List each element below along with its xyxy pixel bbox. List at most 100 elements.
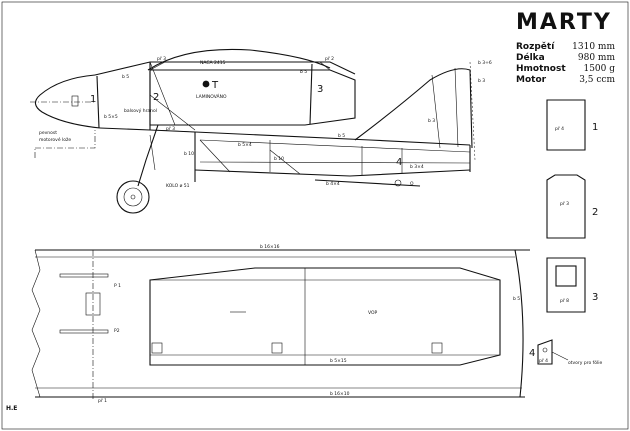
fin-b3-inner-label: b 3 [428, 118, 435, 124]
boom-bottom [194, 169, 471, 177]
fin-ribs [431, 67, 459, 149]
canopy [147, 48, 331, 71]
b5x15-label: b 5×15 [330, 358, 347, 364]
b5-tip-label: b 5 [513, 296, 520, 302]
former-1 [96, 75, 100, 129]
gear-brace [149, 134, 156, 171]
part-1-label: př 4 [555, 125, 564, 132]
spec-value: 1500 g [583, 64, 615, 74]
part-4-number: 4 [529, 348, 535, 359]
rudder-hinge [469, 61, 476, 161]
spec-value: 980 mm [577, 53, 615, 63]
b3x4-label: b 3×4 [410, 164, 424, 170]
plan-title: MARTY [516, 10, 612, 35]
otvory-label: otvory pro fólie [568, 359, 603, 366]
boom-inner [199, 139, 471, 164]
spec-row: Hmotnost 1500 g [516, 64, 615, 75]
landing-gear-strut [137, 124, 159, 187]
wing-bay [149, 69, 356, 126]
former-4-label: 4 [396, 157, 402, 168]
wheel-outer [116, 180, 150, 214]
part-3-cutout [555, 265, 577, 287]
spec-row: Rozpětí 1310 mm [516, 42, 615, 53]
o-label: O [410, 181, 414, 187]
b10-a-label: b 10 [184, 151, 194, 157]
fuselage-top [94, 61, 356, 76]
boom-top [194, 131, 471, 146]
root-block [85, 292, 101, 316]
part-4 [537, 339, 553, 365]
spec-value: 1310 mm [572, 42, 615, 52]
vop-label: VOP [368, 310, 378, 316]
b10-b-label: b 10 [274, 156, 284, 162]
spec-label: Motor [516, 75, 547, 85]
spec-row: Motor 3,5 ccm [516, 75, 615, 86]
p2-label: P2 [114, 328, 120, 334]
cg-marker-icon [202, 80, 210, 88]
part-1-number: 1 [592, 122, 598, 133]
internal-stringers [149, 61, 196, 133]
part-2 [546, 174, 586, 239]
cabane-struts [149, 61, 331, 71]
b16x16-top-label: b 16×16 [260, 244, 280, 250]
laminovano-label: LAMINOVÁNO [196, 93, 227, 100]
part-3 [546, 257, 586, 313]
spec-value: 3,5 ccm [579, 75, 615, 85]
engine-mount-line [35, 130, 96, 149]
pl3-top-label: př 3 [157, 55, 166, 62]
pl3-mid-label: př 3 [166, 125, 175, 132]
boom-keel [314, 179, 421, 187]
spec-table: Rozpětí 1310 mm Délka 980 mm Hmotnost 15… [516, 42, 615, 86]
wheel-inner [123, 187, 143, 207]
part-3-label: př 8 [560, 297, 569, 304]
b4x4-label: b 4×4 [326, 181, 340, 187]
hinge-3 [431, 342, 443, 354]
nose-cowling [34, 74, 101, 129]
naca-label: NACA 2415 [200, 60, 226, 66]
balsa-label: balsový hranol [124, 107, 157, 114]
b5x4-label: b 5×4 [238, 142, 252, 148]
stabilizer-top-view: b 16×16 b 16×10 b 5×15 b 5 P 1 P2 VOP př… [31, 244, 530, 404]
former-2-label: 2 [153, 92, 159, 103]
former-1-label: 1 [90, 94, 96, 105]
break-line [31, 249, 41, 398]
b5-aft-label: b 5 [338, 133, 345, 139]
part-3-number: 3 [592, 292, 598, 303]
b5x5-label: b 5×5 [104, 114, 118, 120]
b5-cabane-label: b 5 [300, 69, 307, 75]
vop-outline [149, 267, 501, 366]
engine-block [71, 95, 79, 107]
hinge-2 [271, 342, 283, 354]
hinge-1 [151, 342, 163, 354]
mount-label-2: motorové lože [39, 136, 71, 143]
author-initials: H.E [6, 405, 18, 412]
b16x10-bot-label: b 16×10 [330, 391, 350, 397]
former-3 [309, 63, 313, 125]
t-label: T [211, 80, 219, 91]
wing-tip [514, 249, 524, 398]
part-1 [546, 99, 586, 151]
otvory-leader [551, 351, 569, 361]
b5-a-label: b 5 [122, 74, 129, 80]
former-3-label: 3 [317, 84, 323, 95]
spec-label: Hmotnost [516, 64, 566, 74]
fin-b3-label: b 3 [478, 78, 485, 84]
spec-label: Délka [516, 53, 545, 63]
strip-p1 [59, 273, 109, 278]
part-2-number: 2 [592, 207, 598, 218]
former-parts: př 4 1 př 3 2 př 8 3 př 4 4 otvory pro f… [529, 99, 603, 366]
p1-label: P 1 [114, 283, 121, 289]
tail-skid [394, 179, 402, 187]
wheel-hub [130, 194, 136, 200]
spec-row: Délka 980 mm [516, 53, 615, 64]
boom-diagonals [199, 139, 301, 175]
spec-label: Rozpětí [516, 42, 555, 52]
mount-label-1: pevnost [39, 130, 57, 136]
pl1-label: př 1 [98, 397, 107, 404]
fin-b3-6-label: b 3÷6 [478, 60, 492, 66]
strip-p2 [59, 329, 109, 334]
part-4-hole [542, 347, 548, 353]
